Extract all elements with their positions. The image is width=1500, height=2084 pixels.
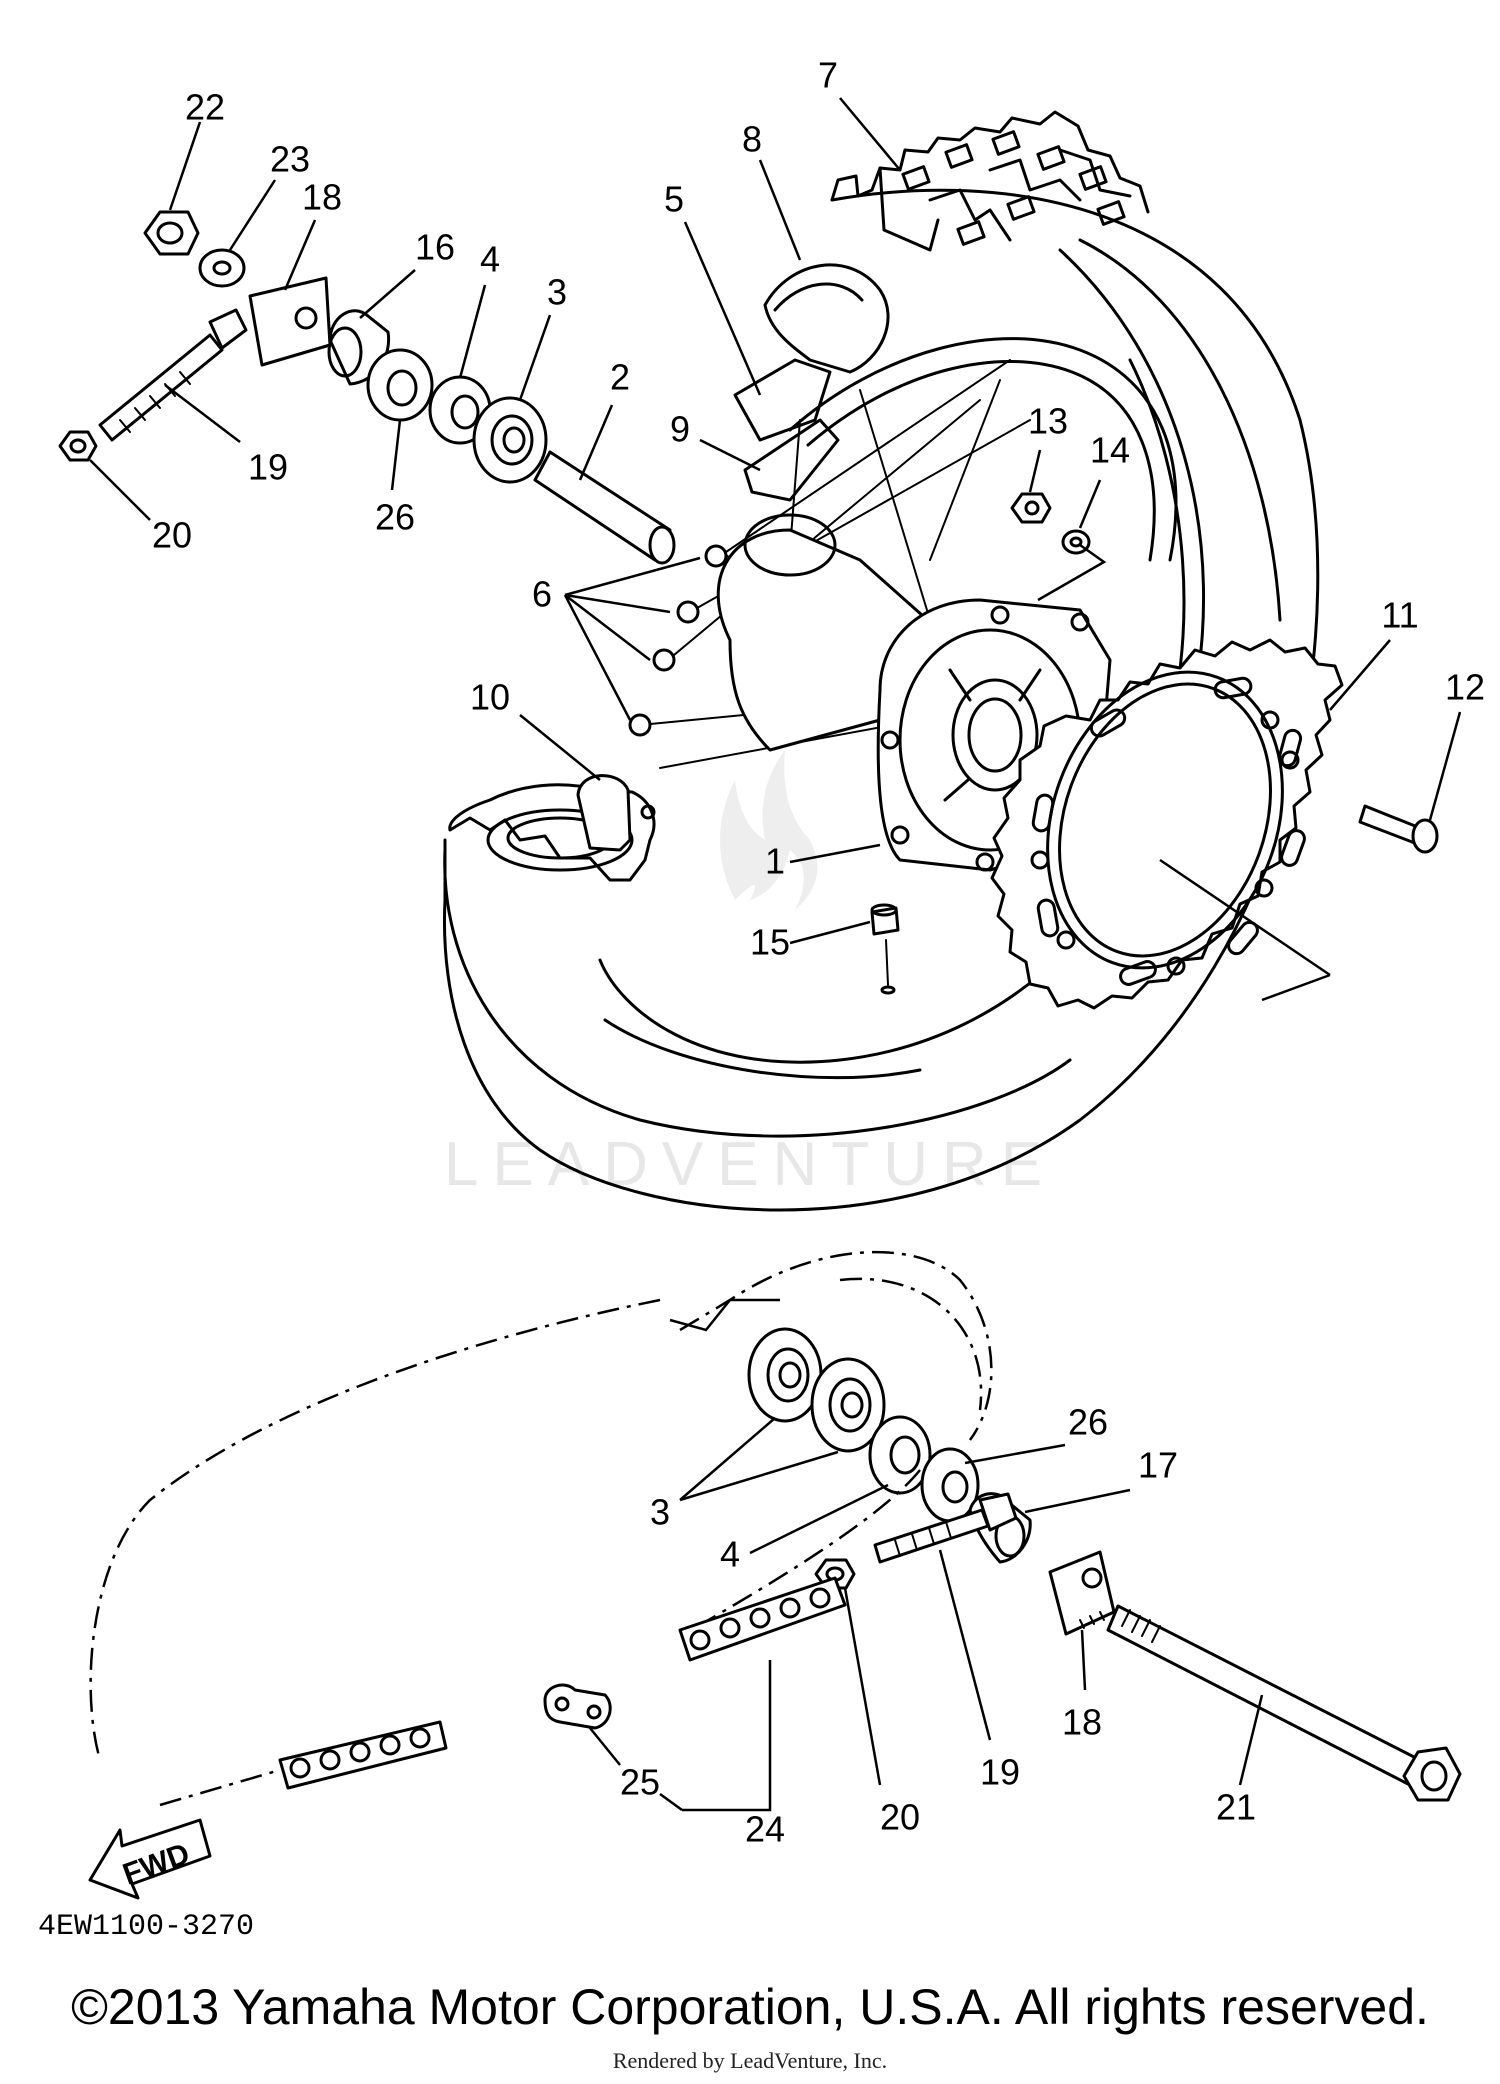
callout-14: 14 <box>1090 430 1130 471</box>
left-axle-parts <box>58 210 676 565</box>
watermark-text: LEADVENTURE <box>444 1130 1056 1199</box>
callout-9: 9 <box>670 409 690 450</box>
rim-band <box>733 358 840 502</box>
callout-2: 2 <box>610 357 630 398</box>
callout-19-top: 19 <box>248 447 288 488</box>
callout-22: 22 <box>185 87 225 128</box>
callout-26-bottom: 26 <box>1068 1402 1108 1443</box>
rendered-by-credit: Rendered by LeadVenture, Inc. <box>612 2048 888 2073</box>
callout-11: 11 <box>1381 595 1418 636</box>
callout-1: 1 <box>765 841 785 882</box>
callout-5: 5 <box>664 179 684 220</box>
rim <box>788 337 1178 562</box>
callout-17: 17 <box>1138 1445 1178 1486</box>
callout-16: 16 <box>415 227 455 268</box>
callout-15: 15 <box>750 922 790 963</box>
callout-23: 23 <box>270 139 310 180</box>
callout-4-bottom: 4 <box>720 1534 740 1575</box>
copyright-notice: ©2013 Yamaha Motor Corporation, U.S.A. A… <box>71 1979 1429 2035</box>
callout-18-bottom: 18 <box>1062 1702 1102 1743</box>
callout-6: 6 <box>532 574 552 615</box>
callout-18-top: 18 <box>302 177 342 218</box>
callout-12: 12 <box>1445 667 1485 708</box>
callout-3-top: 3 <box>547 272 567 313</box>
rear-sprocket <box>990 638 1344 1010</box>
assembly-lines <box>669 543 1331 1332</box>
sprocket-bolt <box>1358 804 1439 854</box>
inner-tube <box>763 263 890 374</box>
callout-20-bottom: 20 <box>880 1797 920 1838</box>
callout-4-top: 4 <box>480 239 500 280</box>
callout-19-bottom: 19 <box>980 1752 1020 1793</box>
callouts: 22 23 18 16 4 3 2 26 19 20 5 8 7 9 6 <box>89 55 1485 1850</box>
right-axle-parts <box>747 1327 1462 1802</box>
callout-26-top: 26 <box>375 497 415 538</box>
callout-3-bottom: 3 <box>650 1492 670 1533</box>
callout-10: 10 <box>470 677 510 718</box>
callout-24: 24 <box>745 1809 785 1850</box>
callout-8: 8 <box>742 119 762 160</box>
callout-7: 7 <box>818 55 838 96</box>
drive-chain: FWD <box>88 1250 993 1900</box>
callout-13: 13 <box>1028 401 1068 442</box>
sprocket-nut-washer <box>1010 492 1091 555</box>
diagram-part-number: 4EW1100-3270 <box>38 1910 255 1944</box>
valve-nut <box>870 903 900 995</box>
rim-lock <box>576 774 656 852</box>
callout-21: 21 <box>1216 1787 1256 1828</box>
callout-25: 25 <box>620 1762 660 1803</box>
callout-20-top: 20 <box>152 515 192 556</box>
